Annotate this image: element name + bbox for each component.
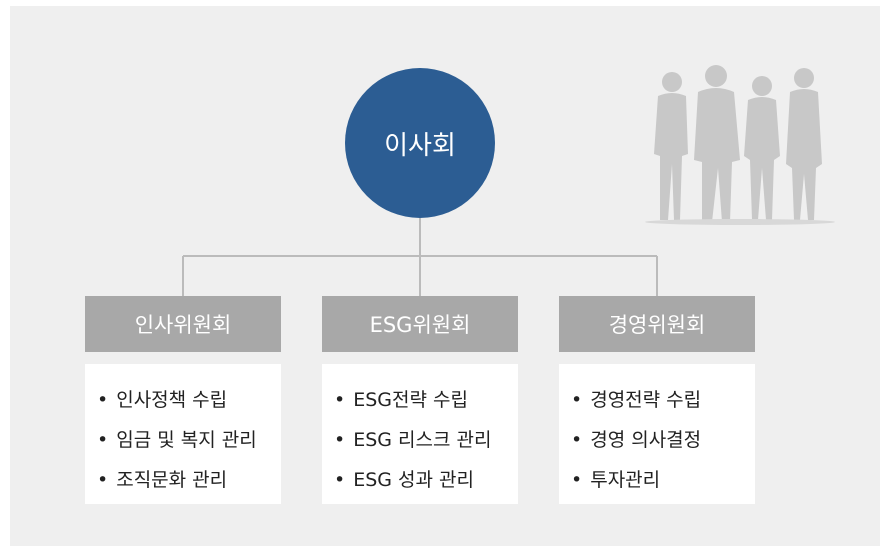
committee-header-hr: 인사위원회 [85,296,281,352]
duty-item: 인사정책 수립 [97,380,281,420]
duty-item: 임금 및 복지 관리 [97,420,281,460]
committee-duties-esg: ESG전략 수립 ESG 리스크 관리 ESG 성과 관리 [322,364,518,504]
committee-header-esg: ESG위원회 [322,296,518,352]
duty-item: 경영전략 수립 [571,380,755,420]
duty-item: ESG전략 수립 [334,380,518,420]
duty-item: 투자관리 [571,460,755,500]
committee-name: ESG위원회 [369,313,471,337]
duty-item: 경영 의사결정 [571,420,755,460]
board-label: 이사회 [384,130,456,161]
board-node: 이사회 [345,68,495,218]
committee-name: 인사위원회 [134,313,232,337]
committee-duties-management: 경영전략 수립 경영 의사결정 투자관리 [559,364,755,504]
committee-header-management: 경영위원회 [559,296,755,352]
people-silhouette-icon [645,65,835,225]
committee-duties-hr: 인사정책 수립 임금 및 복지 관리 조직문화 관리 [85,364,281,504]
duty-item: ESG 리스크 관리 [334,420,518,460]
duty-item: ESG 성과 관리 [334,460,518,500]
duty-item: 조직문화 관리 [97,460,281,500]
committee-name: 경영위원회 [608,313,706,337]
